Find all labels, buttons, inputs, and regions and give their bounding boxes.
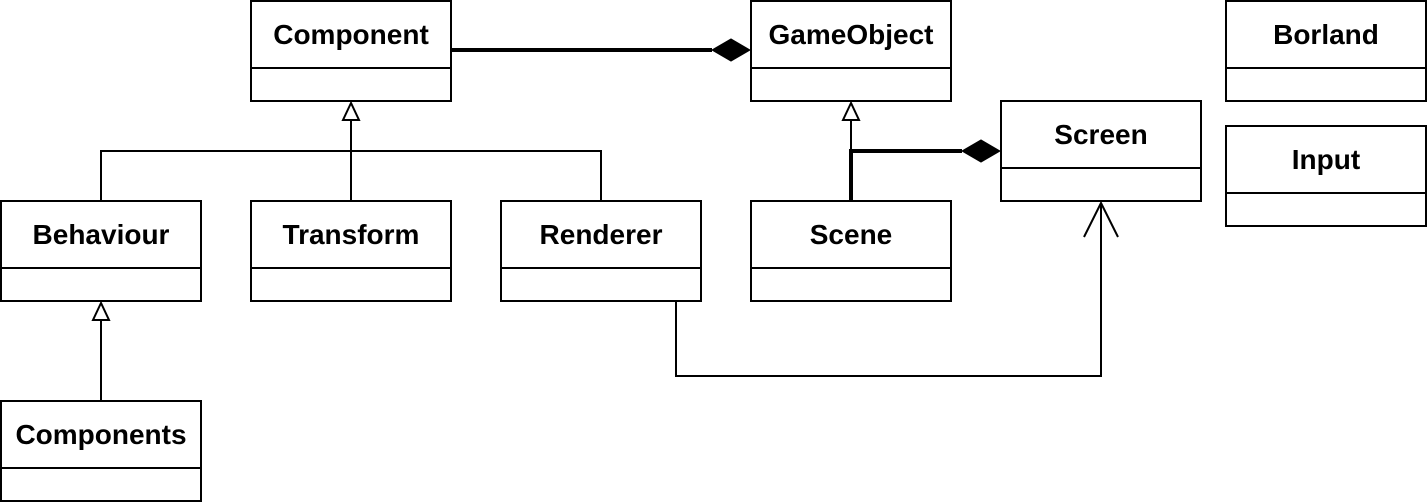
class-components[interactable]: Components [0, 400, 202, 502]
generalization-arrowhead-gameobject [841, 100, 861, 121]
class-transform-body [252, 269, 450, 300]
association-arrowhead-screen [1083, 200, 1119, 238]
association-renderer-screen-line [675, 203, 1102, 377]
class-borland-body [1227, 69, 1425, 100]
class-transform[interactable]: Transform [250, 200, 452, 302]
generalization-arrowhead-behaviour [91, 300, 111, 321]
class-input-name: Input [1227, 127, 1425, 194]
class-component[interactable]: Component [250, 0, 452, 102]
generalization-renderer-component-line [351, 150, 602, 200]
class-behaviour-body [2, 269, 200, 300]
generalization-arrowhead-component [341, 100, 361, 121]
class-borland-name: Borland [1227, 2, 1425, 69]
class-gameobject-body [752, 69, 950, 100]
class-renderer[interactable]: Renderer [500, 200, 702, 302]
class-behaviour[interactable]: Behaviour [0, 200, 202, 302]
class-gameobject[interactable]: GameObject [750, 0, 952, 102]
class-component-name: Component [252, 2, 450, 69]
class-behaviour-name: Behaviour [2, 202, 200, 269]
class-input-body [1227, 194, 1425, 225]
class-components-name: Components [2, 402, 200, 469]
class-component-body [252, 69, 450, 100]
class-screen-body [1002, 169, 1200, 200]
class-components-body [2, 469, 200, 500]
generalization-behaviour-component-line [100, 150, 351, 200]
class-scene-body [752, 269, 950, 300]
composition-scene-screen-line [849, 149, 962, 200]
composition-diamond-screen [961, 139, 1001, 163]
class-borland[interactable]: Borland [1225, 0, 1427, 102]
class-screen-name: Screen [1002, 102, 1200, 169]
class-scene[interactable]: Scene [750, 200, 952, 302]
class-screen[interactable]: Screen [1000, 100, 1202, 202]
class-renderer-body [502, 269, 700, 300]
class-scene-name: Scene [752, 202, 950, 269]
class-transform-name: Transform [252, 202, 450, 269]
composition-diamond-gameobject [711, 38, 751, 62]
class-gameobject-name: GameObject [752, 2, 950, 69]
class-renderer-name: Renderer [502, 202, 700, 269]
class-input[interactable]: Input [1225, 125, 1427, 227]
